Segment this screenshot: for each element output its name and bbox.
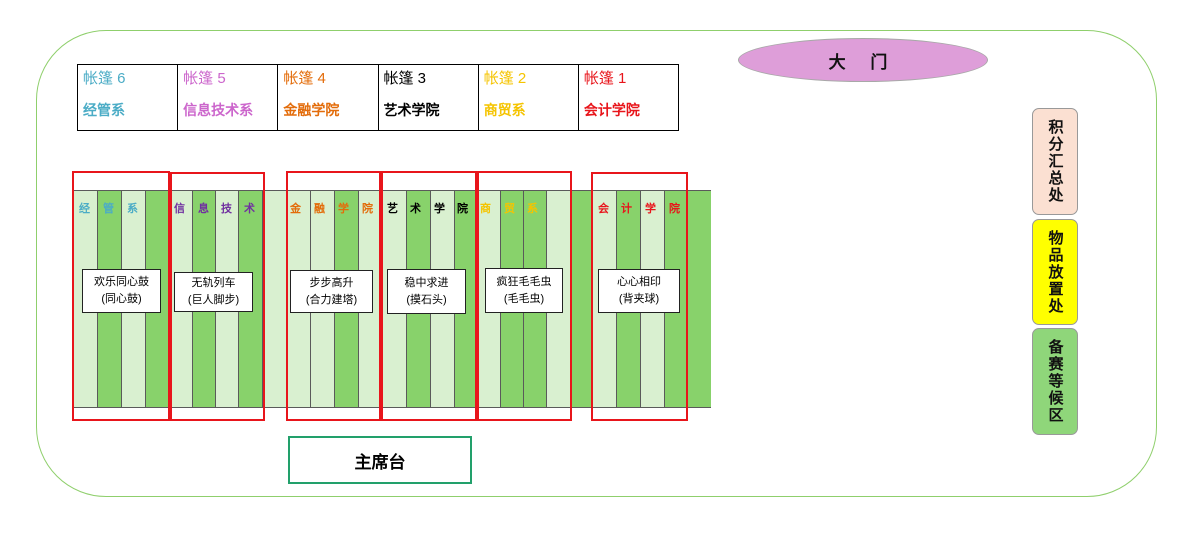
tent-name: 帐篷 1 <box>583 70 627 87</box>
lane-char: 技 <box>221 203 232 215</box>
lane-char: 商 <box>480 203 491 215</box>
tent-name: 帐篷 4 <box>283 70 326 87</box>
lane-char: 金 <box>290 203 301 215</box>
lane-char: 学 <box>338 203 349 215</box>
lane-char: 信 <box>174 203 185 215</box>
lane-char: 院 <box>362 203 373 215</box>
tent-cell: 帐篷 2 商贸系 <box>479 65 579 130</box>
tent-name: 帐篷 5 <box>183 70 226 87</box>
lane-char: 计 <box>621 203 632 215</box>
field-stripe <box>687 191 711 407</box>
lane-char: 学 <box>434 203 445 215</box>
tent-department: 信息技术系 <box>183 102 254 118</box>
lane-char: 经 <box>79 203 90 215</box>
tent-cell: 帐篷 5 信息技术系 <box>178 65 279 130</box>
host-stage: 主席台 <box>288 436 472 484</box>
lane-char: 学 <box>645 203 656 215</box>
game-subtitle: (背夹球) <box>618 293 660 305</box>
game-subtitle: (同心鼓) <box>101 293 142 305</box>
game-box: 欢乐同心鼓 (同心鼓) <box>82 269 161 313</box>
main-gate: 大 门 <box>738 38 988 82</box>
tent-department: 艺术学院 <box>383 102 440 118</box>
side-label: 积分汇总处 <box>1046 119 1064 204</box>
lane-char: 系 <box>527 203 538 215</box>
field-stripe <box>263 191 287 407</box>
game-box: 步步高升 (合力建塔) <box>290 270 373 313</box>
game-box: 稳中求进 (摸石头) <box>387 269 466 314</box>
lane-char: 管 <box>103 203 114 215</box>
lane-char: 院 <box>669 203 680 215</box>
game-box: 心心相印 (背夹球) <box>598 269 680 313</box>
lane-char: 艺 <box>387 203 398 215</box>
game-subtitle: (合力建塔) <box>305 293 358 306</box>
game-name: 心心相印 <box>617 276 661 288</box>
game-box: 无轨列车 (巨人脚步) <box>174 272 253 312</box>
lane-char: 息 <box>198 203 209 215</box>
game-subtitle: (毛毛虫) <box>503 292 545 305</box>
game-subtitle: (巨人脚步) <box>187 294 240 306</box>
game-name: 稳中求进 <box>404 276 449 289</box>
score-summary-area: 积分汇总处 <box>1032 108 1078 215</box>
game-name: 疯狂毛毛虫 <box>496 275 552 288</box>
lane-box-art <box>381 171 477 421</box>
tent-department: 经管系 <box>83 102 125 118</box>
lane-char: 术 <box>410 203 421 215</box>
game-name: 步步高升 <box>309 276 354 289</box>
game-name: 欢乐同心鼓 <box>94 276 149 288</box>
lane-char: 贸 <box>504 203 515 215</box>
tent-name: 帐篷 6 <box>83 70 126 87</box>
lane-char: 系 <box>127 203 138 215</box>
tent-cell: 帐篷 1 会计学院 <box>579 65 678 130</box>
waiting-area: 备赛等候区 <box>1032 328 1078 435</box>
lane-box-finance <box>286 171 381 421</box>
tent-name: 帐篷 3 <box>383 70 427 87</box>
game-subtitle: (摸石头) <box>406 293 447 306</box>
tent-department: 商贸系 <box>483 102 526 118</box>
lane-char: 融 <box>314 203 325 215</box>
tent-cell: 帐篷 6 经管系 <box>78 65 179 130</box>
venue-outline <box>36 30 1157 497</box>
lane-char: 院 <box>457 203 468 215</box>
tent-cell: 帐篷 4 金融学院 <box>278 65 379 130</box>
tent-department: 会计学院 <box>583 102 640 118</box>
lane-box-commerce <box>477 171 572 421</box>
game-name: 无轨列车 <box>191 277 236 289</box>
tent-name: 帐篷 2 <box>483 70 527 87</box>
tent-table: 帐篷 6 经管系 帐篷 5 信息技术系 帐篷 4 金融学院 帐篷 3 艺术学院 … <box>77 64 679 131</box>
lane-box-accounting <box>591 172 688 421</box>
item-storage-area: 物品放置处 <box>1032 219 1078 325</box>
side-label: 物品放置处 <box>1046 229 1064 315</box>
tent-cell: 帐篷 3 艺术学院 <box>379 65 479 130</box>
field-stripe <box>571 191 593 407</box>
lane-box-economics <box>72 171 170 421</box>
game-box: 疯狂毛毛虫 (毛毛虫) <box>485 268 563 313</box>
side-label: 备赛等候区 <box>1046 339 1064 424</box>
lane-char: 会 <box>598 203 609 215</box>
lane-box-it <box>170 172 265 421</box>
lane-char: 术 <box>244 203 255 215</box>
tent-department: 金融学院 <box>283 102 340 118</box>
